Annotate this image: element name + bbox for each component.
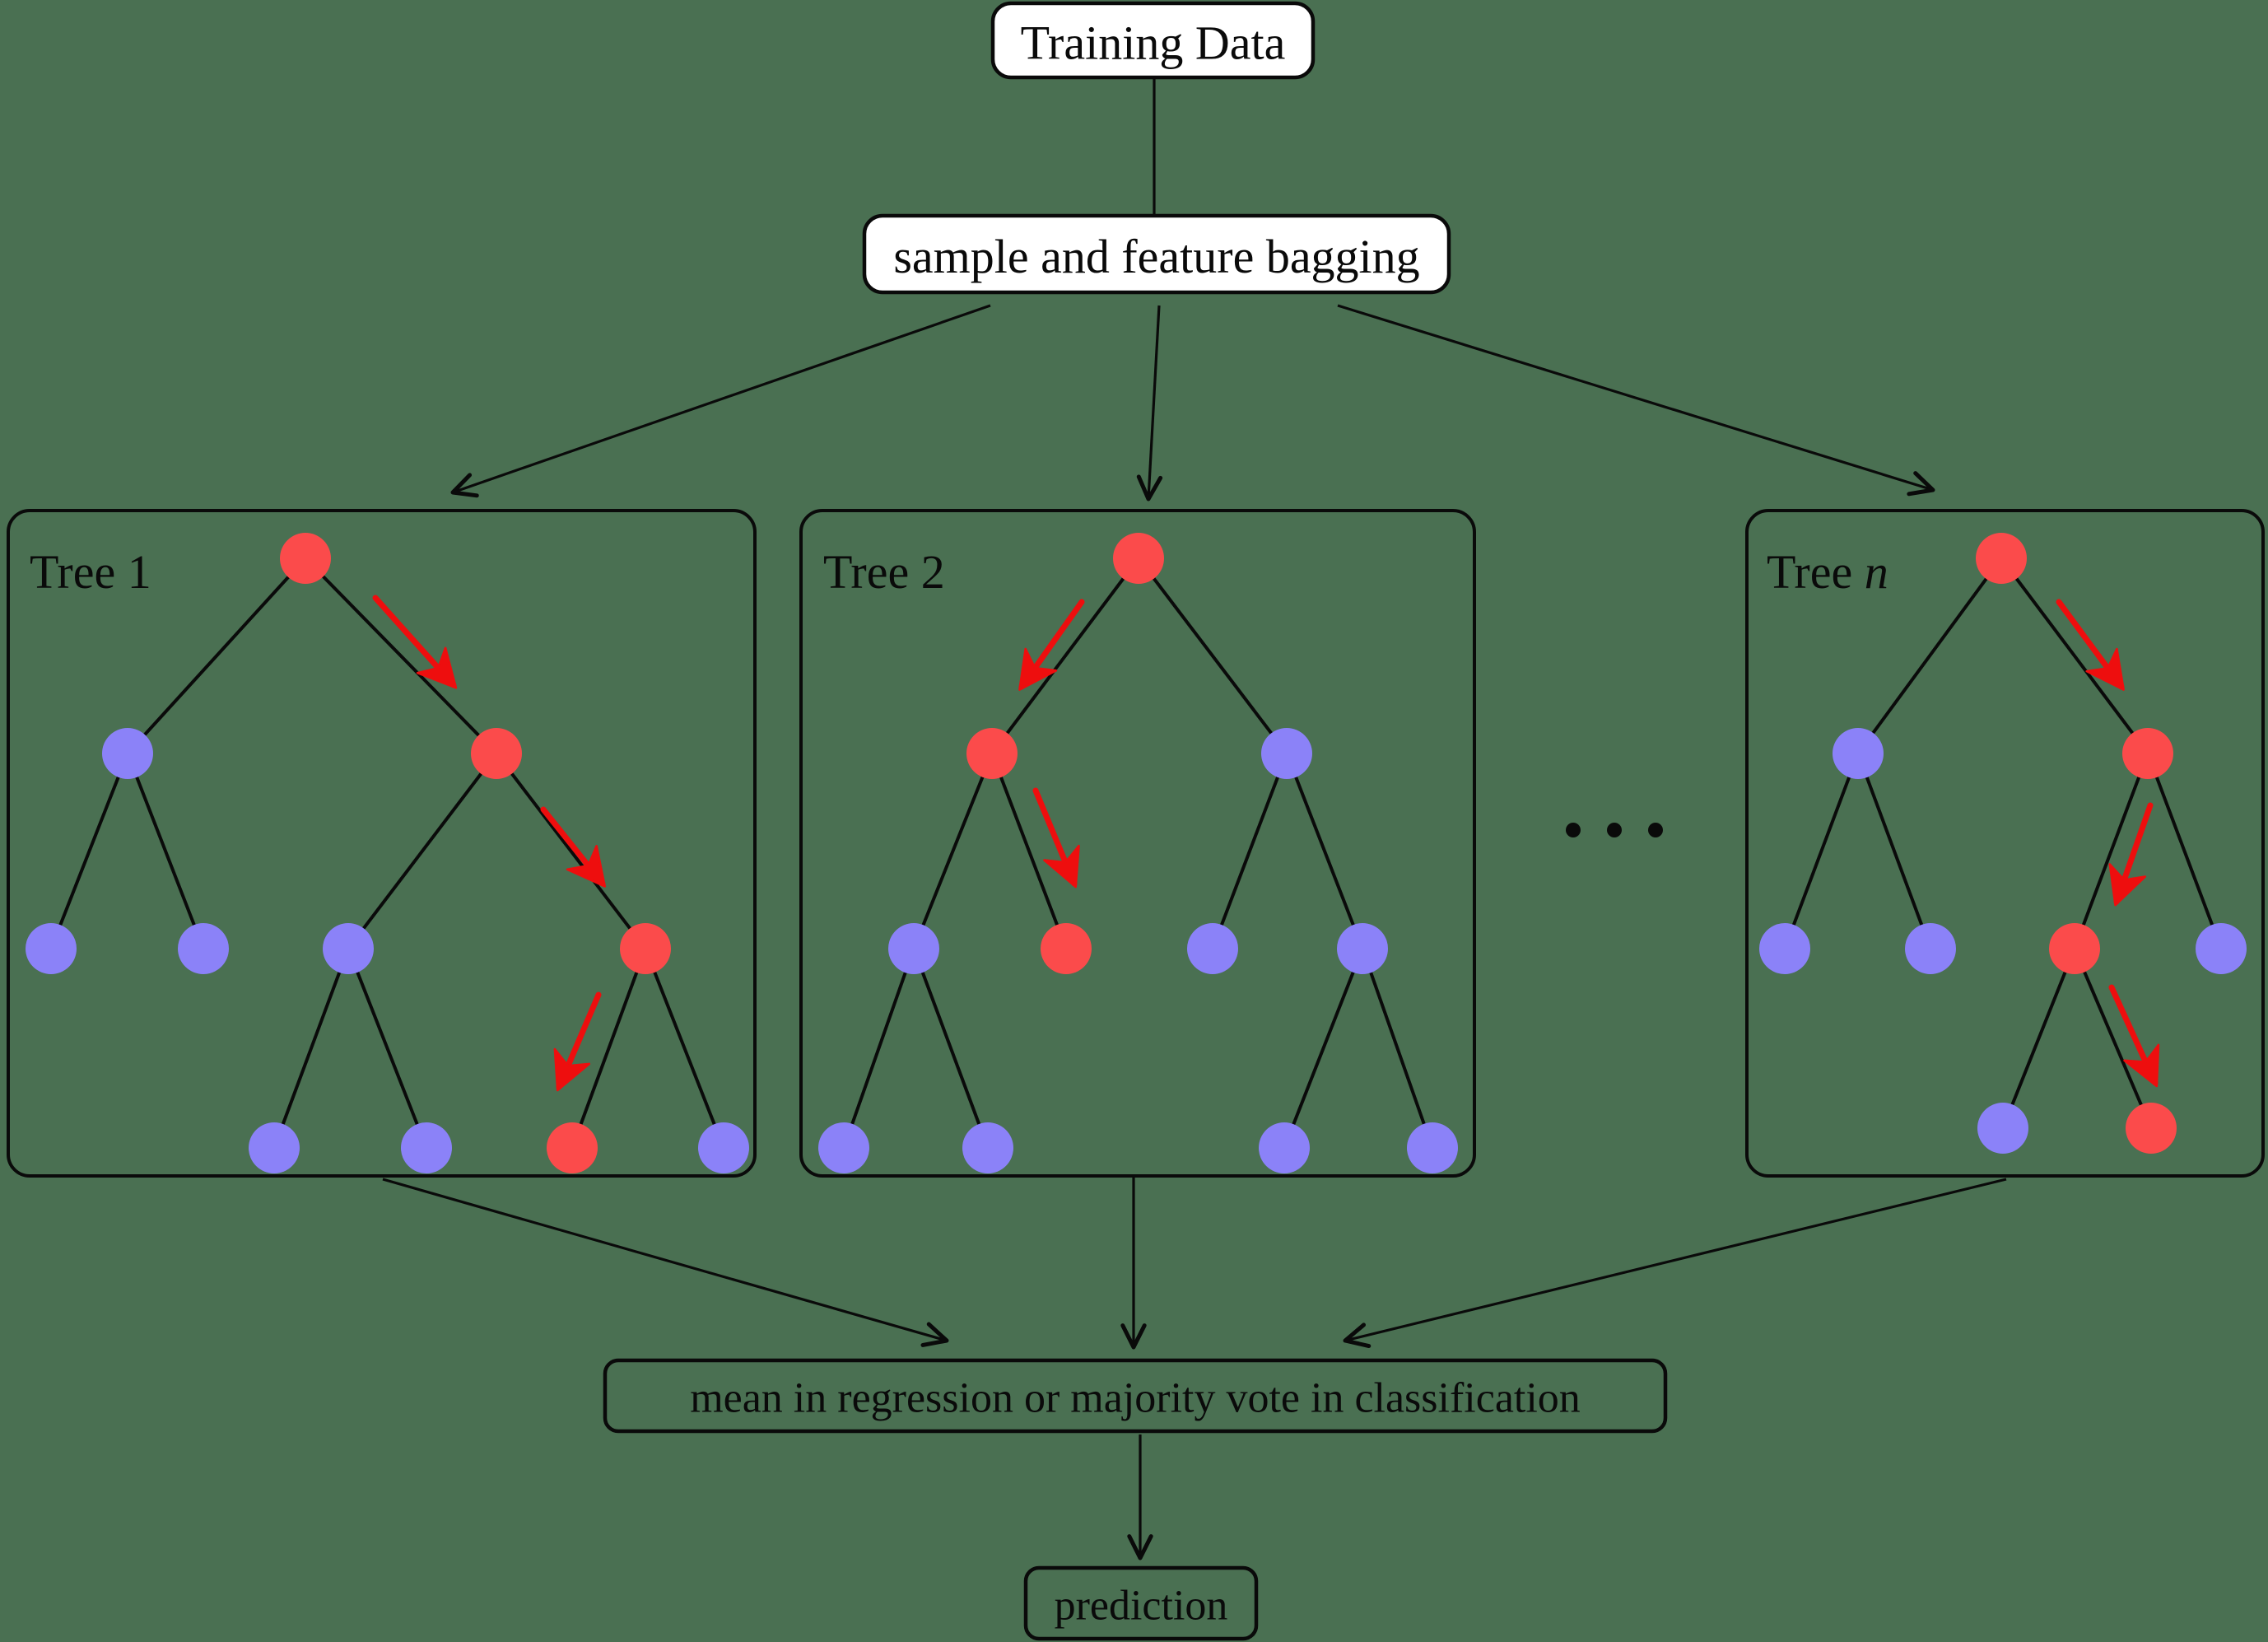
tree-node-red [2122, 728, 2173, 779]
aggregate-box [603, 1358, 1668, 1434]
tree-node-blue [178, 923, 229, 974]
tree-node-blue [1337, 923, 1388, 974]
training-data-box [990, 1, 1316, 80]
tree-edge [1856, 557, 2003, 755]
tree-node-blue [102, 728, 153, 779]
flow-arrow [1136, 305, 1163, 501]
tree-1-label-prefix: Tree 1 [30, 545, 151, 599]
tree-node-red [2049, 923, 2100, 974]
tree-n-label-prefix: Tree [1767, 545, 1865, 599]
tree-node-blue [249, 1122, 300, 1173]
tree-edge [272, 948, 350, 1149]
tree-edge [644, 948, 725, 1149]
training-data-label: Training Data [1021, 16, 1286, 70]
tree-edge [2146, 753, 2223, 949]
decision-path-arrow [2056, 599, 2125, 691]
tree-edge [912, 948, 990, 1149]
tree-1-label: Tree 1 [30, 545, 151, 599]
tree-node-red [620, 923, 671, 974]
tree-node-blue [323, 923, 374, 974]
tree-node-blue [1833, 728, 1884, 779]
tree-n-label-suffix: n [1865, 545, 1888, 599]
tree-node-red [2126, 1103, 2177, 1154]
tree-node-red [1976, 533, 2027, 584]
tree-node-blue [1905, 923, 1956, 974]
ellipsis-dot [1566, 823, 1581, 837]
tree-node-red [547, 1122, 598, 1173]
tree-node-red [966, 728, 1018, 779]
tree-node-blue [888, 923, 939, 974]
tree-edge [304, 557, 498, 755]
prediction-label: prediction [1055, 1583, 1228, 1630]
aggregate-label: mean in regression or majority vote in c… [690, 1375, 1581, 1422]
tree-edge [990, 753, 1068, 949]
ellipsis-dot [1648, 823, 1663, 837]
tree-node-blue [1187, 923, 1238, 974]
decision-path-arrow [1032, 787, 1080, 889]
tree-2-label: Tree 2 [823, 545, 945, 599]
decision-path-arrow [540, 806, 607, 888]
tree-node-blue [401, 1122, 452, 1173]
tree-edge [49, 753, 129, 949]
tree-node-blue [1977, 1103, 2028, 1154]
flow-arrow [1343, 1178, 2007, 1349]
tree-2-label-prefix: Tree 2 [823, 545, 945, 599]
prediction-box [1023, 1565, 1259, 1641]
decision-path-arrow [2108, 802, 2154, 907]
tree-edge [126, 753, 205, 949]
tree-node-red [471, 728, 522, 779]
decision-path-arrow [1018, 599, 1085, 691]
tree-node-red [1113, 533, 1164, 584]
flow-arrow [1337, 304, 1935, 497]
flow-arrow [450, 304, 991, 498]
tree-edge [990, 557, 1140, 755]
decision-path-arrow [372, 595, 458, 689]
tree-edge [1783, 753, 1860, 949]
tree-edge [1856, 753, 1932, 949]
tree-node-blue [698, 1122, 749, 1173]
tree-node-blue [818, 1122, 869, 1173]
tree-1-panel-border [7, 509, 757, 1178]
tree-node-blue [1759, 923, 1810, 974]
tree-edge [347, 948, 428, 1149]
tree-edge [2001, 948, 2076, 1129]
tree-node-blue [26, 923, 77, 974]
bagging-label: sample and feature bagging [893, 230, 1419, 283]
tree-edge [1211, 753, 1288, 949]
tree-edge [1283, 948, 1364, 1149]
tree-edge [2073, 948, 2153, 1129]
tree-edge [2073, 753, 2149, 949]
tree-edge [570, 948, 647, 1149]
tree-edge [347, 752, 498, 950]
tree-node-red [280, 533, 331, 584]
tree-edge [126, 557, 307, 755]
tree-node-red [1041, 923, 1092, 974]
tree-edge [1285, 753, 1364, 949]
tree-node-blue [1261, 728, 1312, 779]
tree-edge [1361, 948, 1434, 1149]
decision-path-arrow [553, 991, 602, 1092]
tree-2-panel-border [799, 509, 1476, 1178]
tree-edge [1137, 557, 1288, 755]
tree-edge [2000, 557, 2149, 755]
tree-n-panel-border [1745, 509, 2265, 1178]
decision-path-arrow [2108, 984, 2160, 1088]
bagging-box [862, 213, 1451, 295]
tree-edge [842, 948, 915, 1149]
tree-edge [912, 753, 994, 949]
tree-node-blue [962, 1122, 1013, 1173]
flow-arrow [382, 1178, 949, 1347]
tree-node-blue [1259, 1122, 1310, 1173]
tree-node-blue [2196, 923, 2247, 974]
ellipsis-dot [1607, 823, 1622, 837]
tree-node-blue [1407, 1122, 1458, 1173]
tree-n-label: Tree n [1767, 545, 1888, 599]
